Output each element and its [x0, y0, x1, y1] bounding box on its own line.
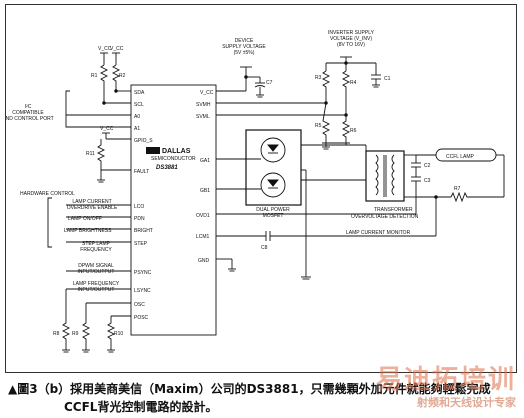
overvoltage-label: OVERVOLTAGE DETECTION [351, 214, 419, 220]
caption-line-1: ▲圖3（b）採用美商美信（Maxim）公司的DS3881，只需幾顆外加元件就能夠… [8, 382, 491, 396]
c2-label: C2 [424, 163, 431, 169]
schematic-frame: DALLAS SEMICONDUCTOR DS3881 SDA SCL A0 A… [2, 4, 517, 373]
pin-svmh: SVMH [196, 102, 211, 108]
hardware-control-label: HARDWARE CONTROL [20, 191, 75, 197]
r4-label: R4 [350, 80, 357, 86]
device-supply-section [216, 66, 266, 98]
c2-c3 [411, 154, 436, 215]
pin-a1: A1 [134, 126, 140, 132]
vcc-label-2: V_CC [110, 46, 124, 52]
r6-label: R6 [350, 128, 357, 134]
r3-label: R3 [315, 75, 322, 81]
watermark: 易迪拓培训 射频和天线设计专家 [376, 366, 516, 410]
ccfl-lamp-label: CCFL LAMP [446, 154, 475, 160]
dual-mosfet [216, 129, 366, 280]
pin-posc: POSC [134, 315, 149, 321]
c7-label: C7 [266, 80, 273, 86]
pin-gb1: GB1 [200, 188, 210, 194]
r2-label: R2 [119, 73, 126, 79]
figure-caption: ▲圖3（b）採用美商美信（Maxim）公司的DS3881，只需幾顆外加元件就能夠… [8, 380, 520, 416]
pin-ga1: GA1 [200, 158, 210, 164]
r5-label: R5 [315, 123, 322, 129]
part-number: DS3881 [156, 165, 178, 171]
pin-lsync: LSYNC [134, 288, 151, 294]
pin-fault: FAULT [134, 169, 149, 175]
vcc-label-3: V_CC [100, 126, 114, 132]
lamp-onoff-label: LAMP ON/OFF [68, 216, 102, 222]
circuit-schematic: DALLAS SEMICONDUCTOR DS3881 SDA SCL A0 A… [2, 30, 505, 353]
pin-lco: LCO [134, 204, 144, 210]
pin-scl: SCL [134, 102, 144, 108]
r7-network [416, 191, 504, 236]
logo-text: DALLAS [162, 148, 191, 155]
logo-subtext: SEMICONDUCTOR [151, 156, 196, 162]
watermark-sub: 射频和天线设计专家 [417, 396, 516, 409]
dallas-logo: DALLAS SEMICONDUCTOR DS3881 [146, 147, 196, 171]
c8-label: C8 [261, 245, 268, 251]
feedback-lines [216, 213, 436, 272]
lamp-current-monitor-label: LAMP CURRENT MONITOR [346, 230, 411, 236]
ic-body [130, 84, 217, 336]
left-pin-labels: SDA SCL A0 A1 GPIO_S FAULT LCO PDN BRIGH… [134, 90, 153, 321]
pin-osc: OSC [134, 302, 145, 308]
pin-svml: SVML [196, 114, 210, 120]
pin-step: STEP [134, 241, 148, 247]
transformer [345, 143, 416, 202]
r9-label: R9 [72, 331, 79, 337]
left-pin-wires [47, 52, 131, 353]
caption-line-2: CCFL背光控制電路的設計。 [64, 400, 218, 414]
r8-label: R8 [53, 331, 60, 337]
right-pin-labels: V_CC SVMH SVML GA1 GB1 OVD1 LCM1 GND [196, 90, 214, 264]
pin-lcm1: LCM1 [196, 234, 210, 240]
vcc-label-1: V_CC [98, 46, 112, 52]
ccfl-lamp [435, 148, 505, 197]
c3-label: C3 [424, 178, 431, 184]
pin-a0: A0 [134, 114, 140, 120]
transformer-label: TRANSFORMER [374, 207, 413, 213]
inverter-supply-section [216, 56, 381, 150]
pin-pdn: PDN [134, 216, 145, 222]
lamp-brightness-label: LAMP BRIGHTNESS [64, 228, 112, 234]
r1-label: R1 [91, 73, 98, 79]
pin-psync: PSYNC [134, 270, 152, 276]
r10-label: R10 [114, 331, 123, 337]
pin-bright: BRIGHT [134, 228, 153, 234]
pin-gnd: GND [198, 258, 210, 264]
r7-label: R7 [454, 186, 461, 192]
r11-label: R11 [86, 151, 95, 157]
pin-sda: SDA [134, 90, 145, 96]
c1-label: C1 [384, 76, 391, 82]
pin-vcc: V_CC [200, 90, 214, 96]
pin-gpio: GPIO_S [134, 138, 153, 144]
watermark-main: 易迪拓培训 [375, 365, 516, 395]
pin-ovd1: OVD1 [196, 213, 210, 219]
